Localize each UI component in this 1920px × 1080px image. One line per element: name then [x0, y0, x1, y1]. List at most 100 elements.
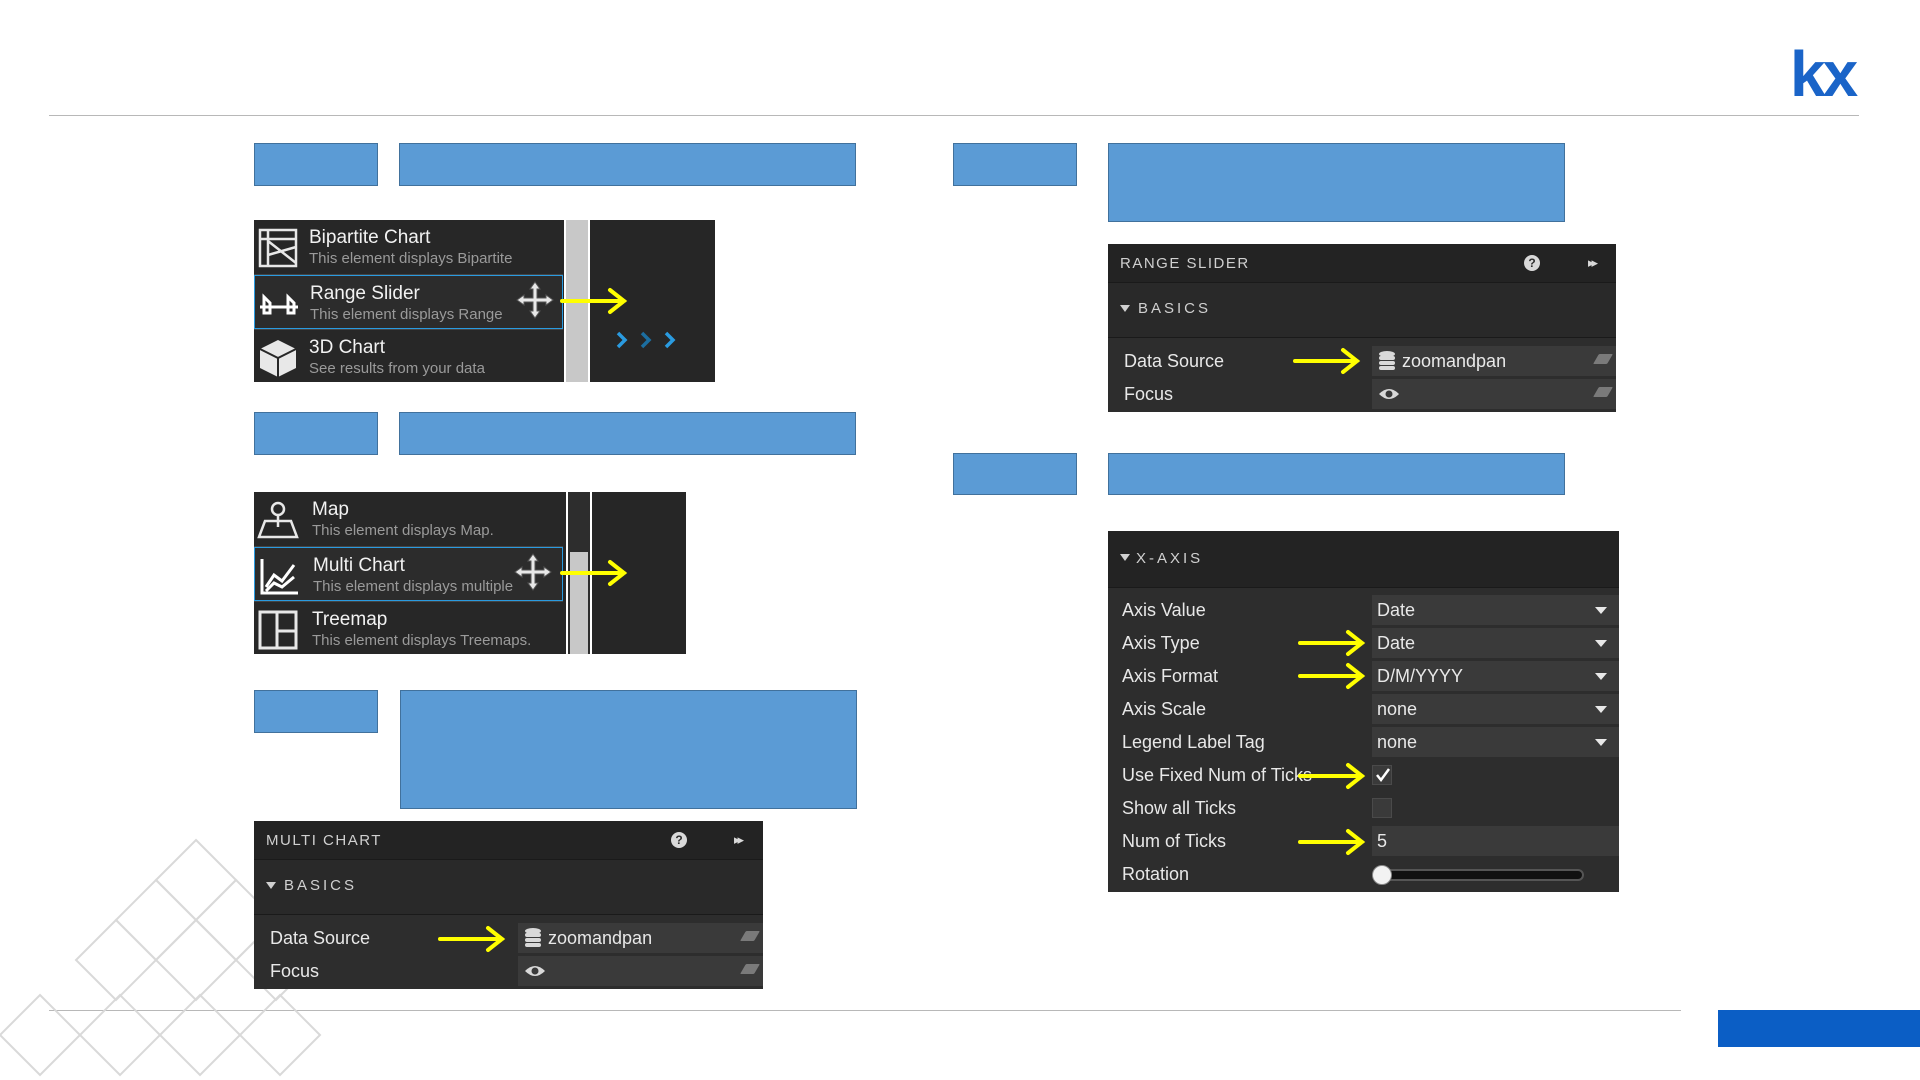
rotation-slider-thumb[interactable] [1372, 865, 1392, 885]
checkmark-icon [1376, 768, 1391, 783]
step-description-box [1108, 453, 1565, 495]
divider [254, 601, 563, 602]
treemap-icon [258, 610, 298, 650]
eye-icon [525, 966, 545, 976]
panel-header: RANGE SLIDER ? ▸▸ [1108, 244, 1616, 283]
caret-down-icon [1595, 739, 1607, 746]
clear-icon[interactable] [1593, 354, 1613, 364]
annotation-arrow-icon [1298, 663, 1366, 689]
palette-item-3d-chart[interactable]: 3D Chart See results from your data [254, 330, 563, 382]
step-description-box [399, 143, 856, 186]
rotation-slider[interactable] [1372, 869, 1584, 881]
data-source-field[interactable]: zoomandpan [518, 923, 763, 953]
database-icon [1379, 351, 1395, 370]
num-of-ticks-value: 5 [1377, 831, 1388, 851]
kx-logo: kx [1790, 38, 1858, 110]
data-source-label: Data Source [1124, 351, 1225, 371]
panel-title: RANGE SLIDER [1120, 255, 1250, 272]
palette-item-title: Treemap [312, 609, 388, 630]
use-fixed-num-ticks-checkbox[interactable] [1372, 765, 1392, 785]
caret-down-icon [266, 882, 276, 889]
step-label-box [953, 143, 1077, 186]
axis-scale-value: none [1377, 699, 1418, 719]
help-icon[interactable]: ? [671, 832, 687, 848]
annotation-arrow-icon [1298, 630, 1366, 656]
palette-item-title: 3D Chart [309, 337, 386, 358]
palette-item-range-slider[interactable]: Range Slider This element displays Range [254, 275, 563, 329]
palette-item-description: This element displays multiple [313, 578, 514, 595]
step-label-box [254, 412, 378, 455]
palette-item-title: Range Slider [310, 283, 420, 304]
expand-icon[interactable]: ▸▸ [734, 832, 744, 847]
step-label-box [254, 143, 378, 186]
palette-item-description: This element displays Treemaps. [312, 632, 532, 649]
eye-icon [1379, 389, 1399, 399]
focus-label: Focus [270, 961, 320, 981]
footer-divider [49, 1010, 1681, 1011]
clear-icon[interactable] [740, 964, 760, 974]
section-title: BASICS [1138, 300, 1212, 317]
scrollbar-thumb[interactable] [570, 552, 588, 654]
map-icon [257, 501, 299, 539]
data-source-label: Data Source [270, 928, 371, 948]
element-palette: Map This element displays Map. Multi Cha… [254, 492, 566, 654]
data-source-value: zoomandpan [548, 928, 653, 948]
data-source-field[interactable]: zoomandpan [1372, 346, 1616, 376]
axis-value-dropdown[interactable]: Date [1372, 595, 1619, 625]
legend-label-tag-label: Legend Label Tag [1122, 732, 1265, 752]
palette-item-multi-chart[interactable]: Multi Chart This element displays multip… [254, 547, 563, 601]
drag-arrow-icon [560, 560, 628, 586]
palette-item-treemap[interactable]: Treemap This element displays Treemaps. [254, 602, 563, 654]
footer-accent-bar [1718, 1010, 1920, 1047]
palette-item-map[interactable]: Map This element displays Map. [254, 492, 563, 546]
caret-down-icon [1595, 673, 1607, 680]
drag-arrow-icon [560, 288, 628, 314]
palette-item-title: Map [312, 499, 349, 520]
palette-item-description: This element displays Map. [312, 522, 494, 539]
palette-item-title: Bipartite Chart [309, 227, 431, 248]
basics-section-header[interactable]: BASICS [1108, 283, 1616, 338]
clear-icon[interactable] [1593, 387, 1613, 397]
help-icon[interactable]: ? [1524, 255, 1540, 271]
database-icon [525, 928, 541, 947]
num-of-ticks-label: Num of Ticks [1122, 831, 1227, 851]
axis-type-dropdown[interactable]: Date [1372, 628, 1619, 658]
expand-icon[interactable]: ▸▸ [1588, 255, 1598, 270]
header-divider [49, 115, 1859, 116]
range-slider-icon [260, 293, 298, 315]
palette-item-bipartite-chart[interactable]: Bipartite Chart This element displays Bi… [254, 220, 563, 274]
use-fixed-num-ticks-label: Use Fixed Num of Ticks [1122, 765, 1313, 785]
divider [254, 329, 563, 330]
focus-label: Focus [1124, 384, 1174, 404]
num-of-ticks-input[interactable]: 5 [1372, 826, 1619, 856]
step-description-box [1108, 143, 1565, 222]
x-axis-section-header[interactable]: X-AXIS [1108, 531, 1619, 588]
multi-chart-icon [260, 559, 298, 595]
clear-icon[interactable] [740, 931, 760, 941]
basics-section-header[interactable]: BASICS [254, 860, 763, 915]
panel-title: MULTI CHART [266, 832, 382, 849]
focus-field[interactable] [518, 956, 763, 986]
axis-scale-dropdown[interactable]: none [1372, 694, 1619, 724]
axis-value-label: Axis Value [1122, 600, 1206, 620]
step-label-box [953, 453, 1077, 495]
element-palette: Bipartite Chart This element displays Bi… [254, 220, 564, 382]
panel-header: MULTI CHART ? ▸▸ [254, 821, 763, 860]
focus-field[interactable] [1372, 379, 1616, 409]
palette-item-description: This element displays Range [310, 306, 503, 323]
divider [254, 546, 563, 547]
rotation-label: Rotation [1122, 864, 1190, 884]
multi-chart-properties-panel: MULTI CHART ? ▸▸ BASICS Data Source zoom… [254, 821, 763, 989]
legend-label-tag-value: none [1377, 732, 1418, 752]
range-slider-properties-panel: RANGE SLIDER ? ▸▸ BASICS Data Source zoo… [1108, 244, 1616, 412]
legend-label-tag-dropdown[interactable]: none [1372, 727, 1619, 757]
axis-type-label: Axis Type [1122, 633, 1200, 653]
annotation-arrow-icon [438, 926, 506, 952]
x-axis-properties-panel: X-AXIS Axis Value Date Axis Type Date Ax… [1108, 531, 1619, 892]
section-title: BASICS [284, 877, 358, 894]
divider [254, 274, 563, 275]
axis-value-value: Date [1377, 600, 1416, 620]
annotation-arrow-icon [1298, 829, 1366, 855]
axis-format-dropdown[interactable]: D/M/YYYY [1372, 661, 1619, 691]
show-all-ticks-checkbox[interactable] [1372, 798, 1392, 818]
